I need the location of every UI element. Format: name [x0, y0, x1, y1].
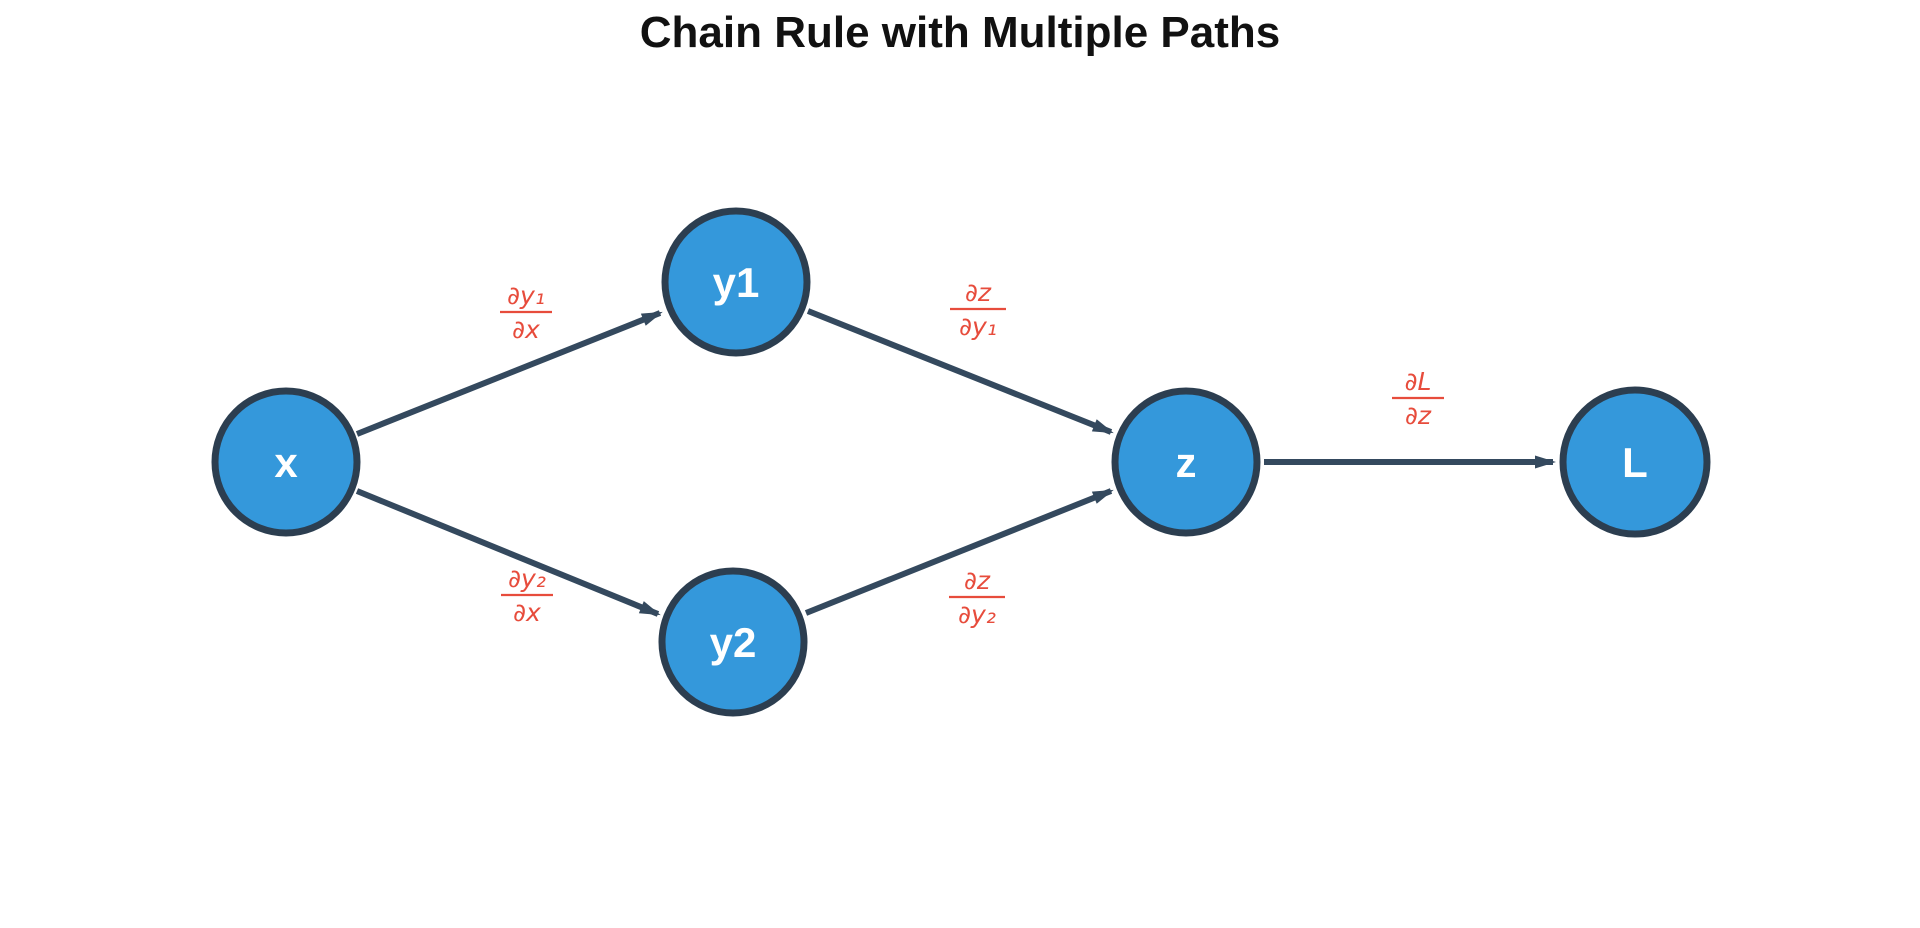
edge-label-y1-z-numerator: ∂z	[965, 278, 992, 307]
edges-layer	[355, 308, 1556, 617]
node-z-circle	[1111, 387, 1261, 537]
edge-label-y2-z-numerator: ∂z	[964, 566, 991, 595]
edge-label-z-L-denominator: ∂z	[1405, 401, 1432, 430]
edge-label-x-y1-denominator: ∂x	[512, 315, 540, 344]
nodes-layer: x y1 y2 z L	[211, 207, 1711, 717]
edge-labels-layer: ∂y₁ ∂x ∂y₂ ∂x ∂z ∂y₁ ∂z ∂y₂ ∂L	[500, 278, 1444, 629]
node-L-circle	[1559, 386, 1711, 538]
edge-label-x-y2-denominator: ∂x	[513, 598, 541, 627]
node-L-label: L	[1622, 439, 1648, 486]
edge-label-y2-z: ∂z ∂y₂	[949, 566, 1005, 629]
edge-label-x-y2: ∂y₂ ∂x	[501, 564, 553, 627]
node-y1: y1	[661, 207, 811, 357]
diagram-title: Chain Rule with Multiple Paths	[640, 8, 1280, 57]
node-y2-label: y2	[710, 619, 757, 666]
edge-y2-z	[804, 488, 1114, 616]
node-y1-label: y1	[713, 259, 760, 306]
node-L: L	[1559, 386, 1711, 538]
node-y2-circle	[658, 567, 808, 717]
edge-label-y2-z-denominator: ∂y₂	[958, 600, 996, 629]
edge-x-y1	[355, 310, 663, 437]
edge-label-z-L-numerator: ∂L	[1405, 367, 1432, 396]
node-x-label: x	[274, 439, 298, 486]
node-y2: y2	[658, 567, 808, 717]
node-x: x	[211, 387, 361, 537]
node-y1-circle	[661, 207, 811, 357]
node-z: z	[1111, 387, 1261, 537]
node-z-label: z	[1176, 439, 1197, 486]
edge-x-y2	[355, 488, 661, 617]
edge-label-x-y2-numerator: ∂y₂	[508, 564, 546, 593]
edge-label-x-y1-numerator: ∂y₁	[507, 281, 545, 310]
edge-label-y1-z-denominator: ∂y₁	[959, 312, 997, 341]
edge-label-z-L: ∂L ∂z	[1392, 367, 1444, 430]
node-x-circle	[211, 387, 361, 537]
edge-label-y1-z: ∂z ∂y₁	[950, 278, 1006, 341]
edge-label-x-y1: ∂y₁ ∂x	[500, 281, 552, 344]
edge-y1-z	[806, 308, 1114, 435]
